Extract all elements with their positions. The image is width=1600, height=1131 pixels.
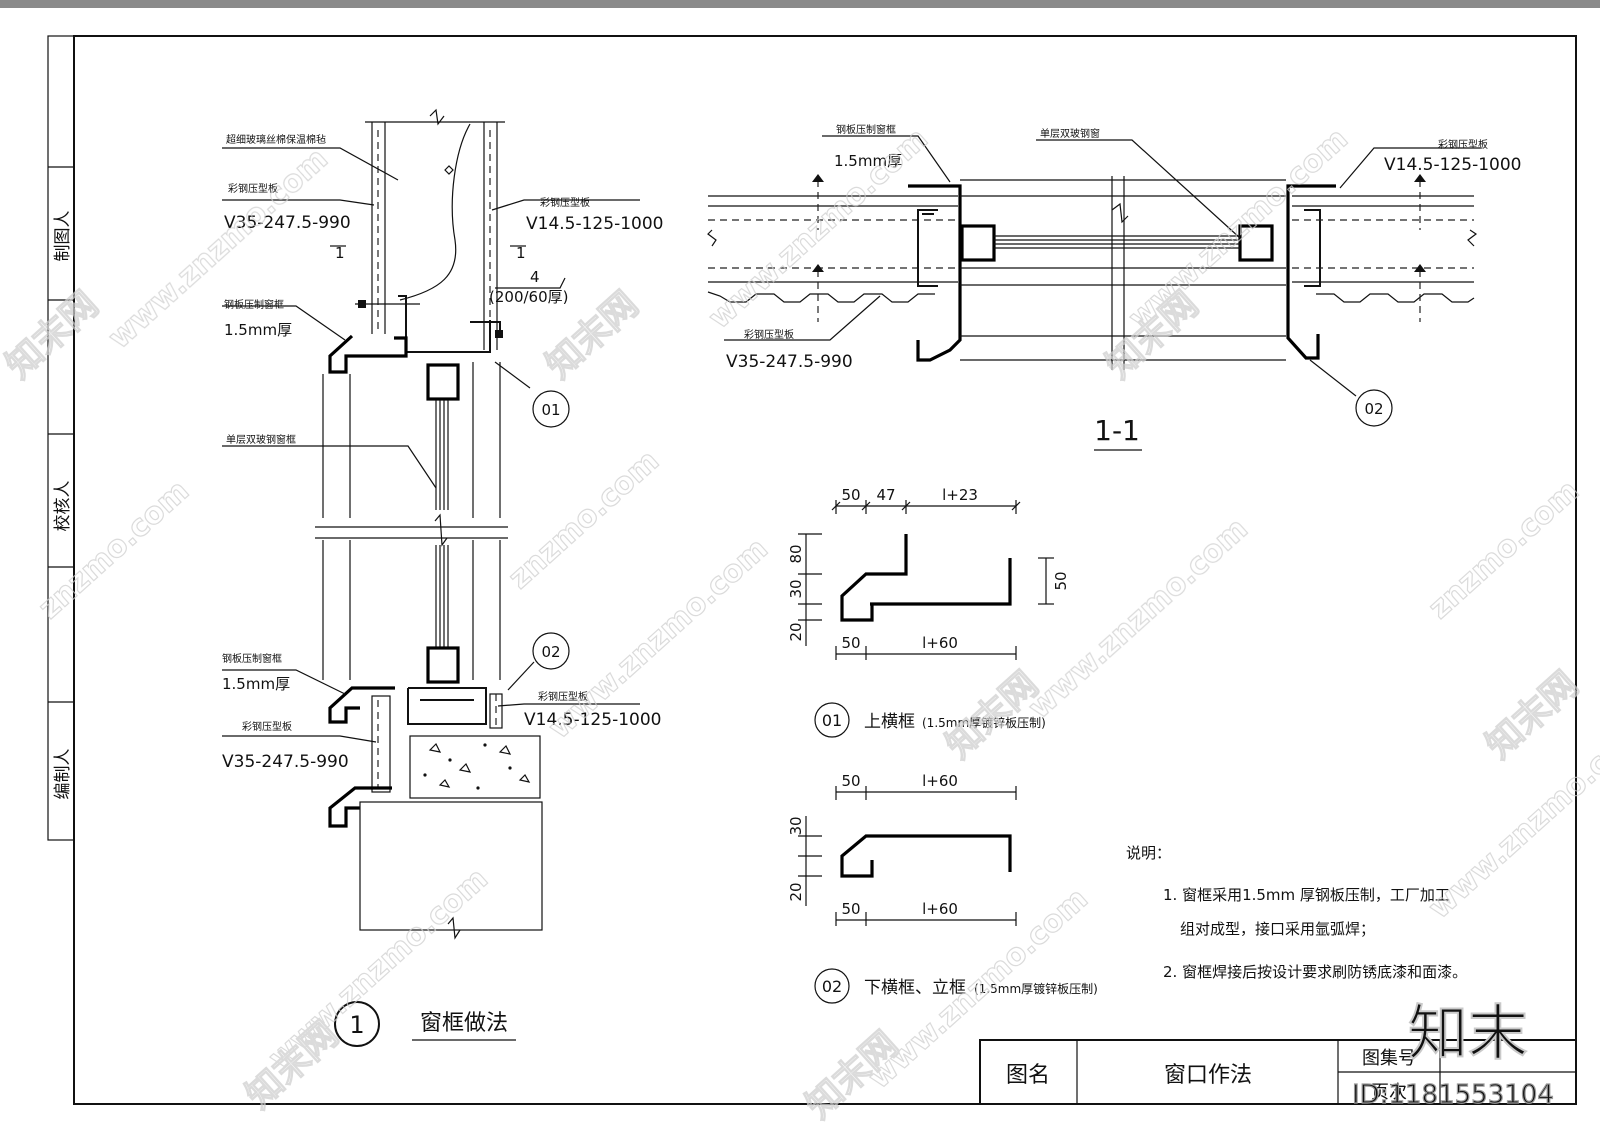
signature-sidebar: 制图人 校核人 编制人 — [47, 35, 75, 841]
watermark-site-2: znzmo.com — [502, 443, 666, 596]
sec-window-label: 单层双玻钢窗 — [1040, 127, 1100, 140]
p01-name: 上横框 — [864, 712, 915, 732]
compiler-label: 编制人 — [53, 749, 73, 800]
color-plate-bottom-right-label: 彩钢压型板 — [538, 690, 588, 703]
section-mark-right: 1 — [516, 244, 526, 262]
panel-bottom-right-spec: V14.5-125-1000 — [524, 710, 661, 730]
p02-dim-bottom-2: l+60 — [922, 900, 958, 918]
p01-callout: 01 — [822, 711, 842, 730]
title-name-value: 窗口作法 — [1164, 1063, 1252, 1088]
callout-01-circle — [532, 390, 570, 428]
p02-dim-top-1: 50 — [841, 772, 860, 790]
sec-color-plate-left-label: 彩钢压型板 — [744, 328, 794, 341]
thickness-bottom-label: 1.5mm厚 — [222, 675, 290, 693]
callout-01-label: 01 — [541, 401, 560, 419]
p02-dim-left-2: 20 — [787, 882, 805, 901]
p02-dim-bottom-1: 50 — [841, 900, 860, 918]
sec-color-plate-right-label: 彩钢压型板 — [1438, 138, 1488, 151]
note-line-3: 2. 窗框焊接后按设计要求刷防锈底漆和面漆。 — [1163, 963, 1467, 981]
profile-02-detail: 50 l+60 30 20 50 l+60 02 下横框、立框 (1.5mm厚镀… — [787, 772, 1098, 1004]
p02-dim-left-1: 30 — [787, 816, 805, 835]
atlas-number-label: 图集号 — [1362, 1048, 1416, 1069]
watermark-brand-5: 知末网 — [1479, 664, 1587, 767]
callout-02-circle — [532, 632, 570, 670]
insulation-label: 超细玻璃丝棉保温棉毡 — [226, 133, 326, 146]
p01-note: (1.5mm厚镀锌板压制) — [922, 716, 1046, 730]
window-label: 单层双玻钢窗框 — [226, 433, 296, 446]
watermark-url-1: www.znzmo.com — [102, 141, 335, 356]
color-plate-left-label: 彩钢压型板 — [228, 182, 278, 195]
p02-name: 下横框、立框 — [864, 978, 966, 998]
p01-dim-left-1: 80 — [787, 544, 805, 563]
window-frame-section: 超细玻璃丝棉保温棉毡 彩钢压型板 V35-247.5-990 1 彩钢压型板 V… — [222, 108, 663, 1047]
color-plate-right-label: 彩钢压型板 — [540, 196, 590, 209]
notes-block: 说明： 1. 窗框采用1.5mm 厚钢板压制，工厂加工 组对成型，接口采用氩弧焊… — [1126, 844, 1467, 981]
sec-callout-02-label: 02 — [1364, 400, 1383, 418]
p01-dim-left-2: 30 — [787, 579, 805, 598]
watermark-site-3: znzmo.com — [1422, 473, 1586, 626]
steel-sill-bottom-label: 钢板压制窗框 — [222, 652, 282, 665]
notes-heading: 说明： — [1126, 844, 1171, 862]
watermark-brand-1: 知末网 — [0, 284, 106, 387]
checker-label: 校核人 — [53, 481, 73, 532]
detail-title: 窗框做法 — [420, 1011, 508, 1036]
p01-dim-top-3: l+23 — [942, 486, 978, 504]
p01-dim-left-3: 20 — [787, 622, 805, 641]
panel-bottom-left-spec: V35-247.5-990 — [222, 752, 349, 772]
p01-dim-bottom-2: l+60 — [922, 634, 958, 652]
color-plate-bottom-left-label: 彩钢压型板 — [242, 720, 292, 733]
watermark-logo: 知末 — [1408, 999, 1528, 1069]
sec-thickness-label: 1.5mm厚 — [834, 152, 902, 170]
title-block: 图名 窗口作法 图集号 页次 — [979, 1039, 1577, 1105]
fastener-spacing: (200/60厚) — [489, 288, 568, 306]
fastener-note: 4 — [530, 268, 540, 286]
panel-left-spec: V35-247.5-990 — [224, 213, 351, 233]
watermark-url-3: www.znzmo.com — [702, 121, 935, 336]
p01-dim-top-2: 47 — [876, 486, 895, 504]
note-line-1: 1. 窗框采用1.5mm 厚钢板压制，工厂加工 — [1163, 886, 1450, 904]
title-name-label: 图名 — [1006, 1063, 1050, 1088]
p02-callout-circle — [814, 968, 850, 1004]
panel-right-spec: V14.5-125-1000 — [526, 214, 663, 234]
watermark-id: ID:1181553104 — [1352, 1080, 1554, 1110]
p02-note: (1.5mm厚镀锌板压制) — [974, 982, 1098, 996]
drafter-label: 制图人 — [53, 211, 73, 262]
thickness-top-label: 1.5mm厚 — [224, 321, 292, 339]
p02-dim-top-2: l+60 — [922, 772, 958, 790]
detail-number-circle — [334, 1001, 380, 1047]
callout-02-label: 02 — [541, 643, 560, 661]
page-number-label: 页次 — [1371, 1082, 1407, 1103]
p02-callout: 02 — [822, 977, 842, 996]
section-mark-left: 1 — [335, 244, 345, 262]
sec-panel-left-spec: V35-247.5-990 — [726, 352, 853, 372]
detail-number: 1 — [349, 1011, 364, 1039]
sec-panel-right-spec: V14.5-125-1000 — [1384, 155, 1521, 175]
p01-dim-right: 50 — [1052, 571, 1070, 590]
section-title: 1-1 — [1094, 414, 1140, 447]
note-line-2: 组对成型，接口采用氩弧焊； — [1180, 920, 1375, 938]
steel-sill-top-label: 钢板压制窗框 — [224, 298, 284, 311]
p01-dim-top-1: 50 — [841, 486, 860, 504]
watermark-url-4: www.znzmo.com — [1022, 511, 1255, 726]
section-1-1: 钢板压制窗框 1.5mm厚 单层双玻钢窗 彩钢压型板 V14.5-125-100… — [707, 123, 1521, 451]
p01-dim-bottom-1: 50 — [841, 634, 860, 652]
profile-01-detail: 50 47 l+23 80 30 20 50 50 l+60 01 上横框 (1… — [787, 486, 1070, 738]
sec-callout-02-circle — [1355, 389, 1393, 427]
sec-steel-frame-label: 钢板压制窗框 — [836, 123, 896, 136]
p01-callout-circle — [814, 702, 850, 738]
